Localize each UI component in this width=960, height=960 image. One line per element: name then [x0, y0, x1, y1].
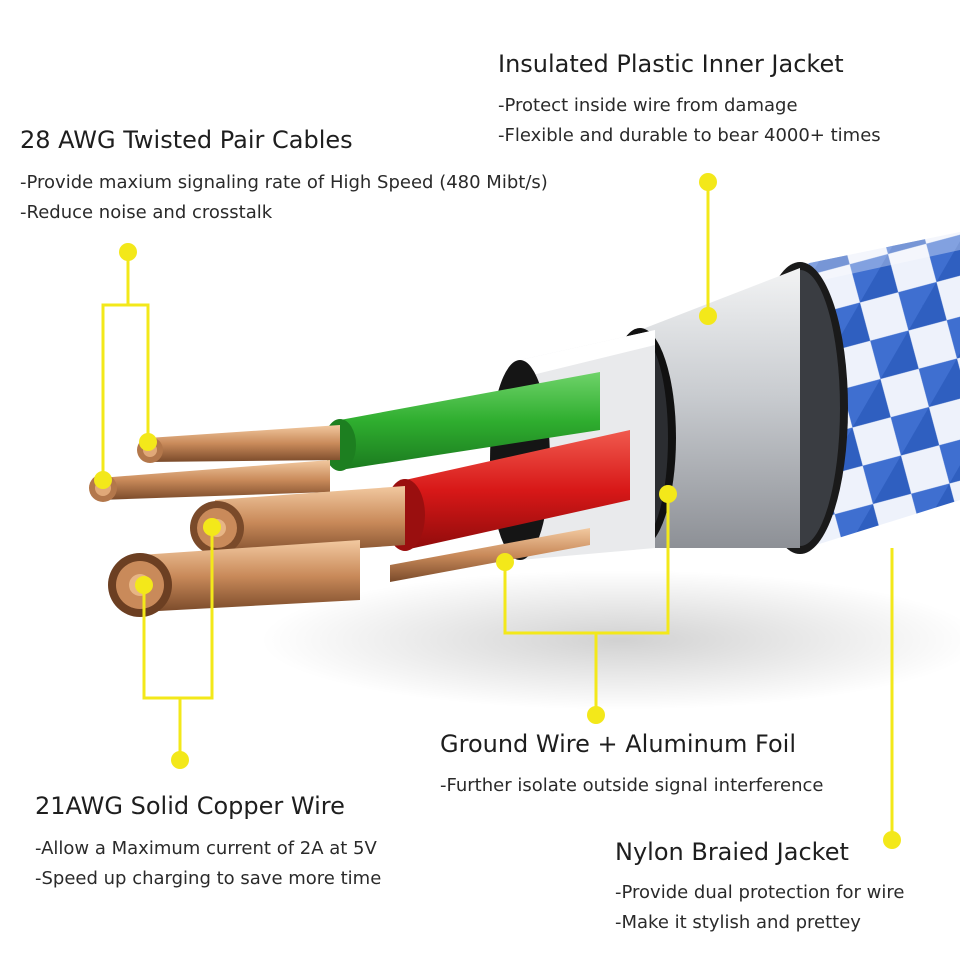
copper-wire-line-2: -Speed up charging to save more time [35, 868, 382, 889]
twisted-pair-title: 28 AWG Twisted Pair Cables [20, 126, 353, 154]
ground-wire [390, 528, 590, 582]
braided-jacket-line-1: -Provide dual protection for wire [615, 882, 905, 903]
copper-wire-title: 21AWG Solid Copper Wire [35, 792, 345, 820]
braided-jacket-title: Nylon Braied Jacket [615, 838, 849, 866]
inner-jacket-title: Insulated Plastic Inner Jacket [498, 50, 844, 78]
braided-jacket-line-2: -Make it stylish and prettey [615, 912, 861, 933]
twisted-pair-copper-strands [89, 425, 340, 502]
ground-foil-title: Ground Wire + Aluminum Foil [440, 730, 796, 758]
inner-jacket-line-2: -Flexible and durable to bear 4000+ time… [498, 125, 881, 146]
cable-shadow [260, 570, 960, 710]
ground-foil-line-1: -Further isolate outside signal interfer… [440, 775, 824, 796]
callout-dots [94, 173, 901, 849]
twisted-pair-line-1: -Provide maxium signaling rate of High S… [20, 172, 548, 193]
solid-copper-wire-strands [108, 486, 405, 617]
inner-jacket-line-1: -Protect inside wire from damage [498, 95, 798, 116]
copper-wire-line-1: -Allow a Maximum current of 2A at 5V [35, 838, 377, 859]
callout-connectors [101, 182, 894, 840]
twisted-pair-line-2: -Reduce noise and crosstalk [20, 202, 273, 223]
